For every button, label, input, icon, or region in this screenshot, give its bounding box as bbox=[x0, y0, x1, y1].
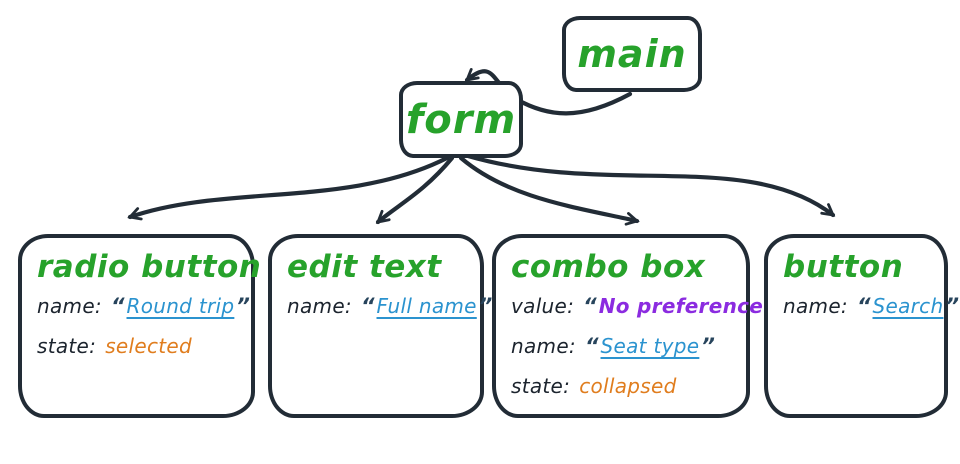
close-quote: ” bbox=[945, 294, 959, 319]
property-list: name: “ Search ” bbox=[783, 294, 959, 334]
property-list: name: “ Full name ” bbox=[287, 294, 492, 334]
prop-value: selected bbox=[105, 334, 193, 359]
open-quote: “ bbox=[583, 294, 597, 319]
node-title: radio button bbox=[37, 249, 262, 285]
edge-form-to-radio-button bbox=[127, 155, 450, 221]
node-title: button bbox=[783, 249, 904, 285]
prop-key: name: bbox=[511, 334, 576, 359]
edge-form-to-button bbox=[465, 153, 836, 218]
prop-key: name: bbox=[287, 294, 352, 319]
node-combo-box[interactable]: combo box value: “ No preference ” name:… bbox=[492, 234, 779, 418]
prop-value: Round trip bbox=[126, 294, 235, 319]
edge-form-to-edit-text bbox=[375, 155, 455, 225]
property-list: name: “ Round trip ” state: selected bbox=[37, 294, 250, 374]
edge-form-to-combo-box bbox=[458, 155, 640, 226]
prop-key: state: bbox=[37, 334, 97, 359]
prop-name: name: “ Search ” bbox=[783, 294, 959, 334]
node-title: combo box bbox=[511, 249, 706, 285]
open-quote: “ bbox=[110, 294, 125, 319]
prop-value: value: “ No preference ” bbox=[511, 294, 779, 334]
prop-value: No preference bbox=[598, 294, 764, 319]
open-quote: “ bbox=[856, 294, 871, 319]
prop-state: state: collapsed bbox=[511, 374, 731, 414]
prop-value: Full name bbox=[376, 294, 477, 319]
close-quote: ” bbox=[701, 334, 715, 359]
node-edit-text[interactable]: edit text name: “ Full name ” bbox=[268, 234, 492, 418]
node-button[interactable]: button name: “ Search ” bbox=[764, 234, 959, 418]
open-quote: “ bbox=[360, 294, 375, 319]
prop-key: state: bbox=[511, 374, 571, 399]
prop-name: name: “ Round trip ” bbox=[37, 294, 250, 334]
node-form[interactable]: form bbox=[399, 81, 523, 158]
property-list: value: “ No preference ” name: “ Seat ty… bbox=[511, 294, 779, 414]
close-quote: ” bbox=[236, 294, 250, 319]
node-form-label: form bbox=[405, 96, 517, 143]
prop-name: name: “ Seat type ” bbox=[511, 334, 731, 374]
open-quote: “ bbox=[584, 334, 599, 359]
prop-key: name: bbox=[37, 294, 102, 319]
node-main[interactable]: main bbox=[562, 16, 702, 92]
close-quote: ” bbox=[478, 294, 493, 319]
prop-value: collapsed bbox=[579, 374, 677, 399]
prop-key: value: bbox=[511, 294, 575, 319]
node-title: edit text bbox=[287, 249, 442, 285]
prop-name: name: “ Full name ” bbox=[287, 294, 492, 334]
node-main-label: main bbox=[577, 32, 687, 76]
prop-value: Seat type bbox=[600, 334, 700, 359]
prop-state: state: selected bbox=[37, 334, 236, 374]
prop-value: Search bbox=[872, 294, 944, 319]
node-radio-button[interactable]: radio button name: “ Round trip ” state:… bbox=[18, 234, 262, 418]
prop-key: name: bbox=[783, 294, 848, 319]
